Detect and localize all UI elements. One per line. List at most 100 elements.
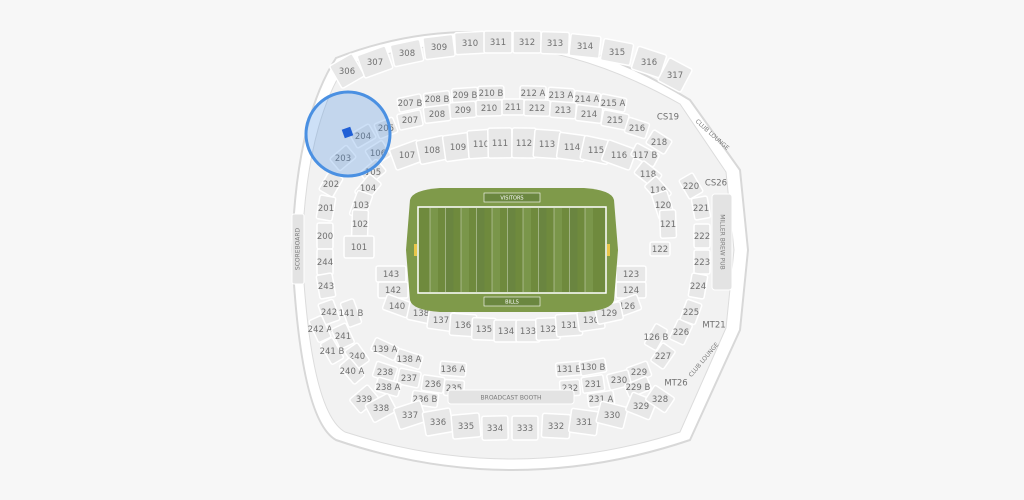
- section-shape[interactable]: [645, 129, 673, 155]
- section-shape[interactable]: [329, 53, 365, 89]
- section-337[interactable]: 337: [393, 399, 427, 431]
- section-243[interactable]: 243: [315, 272, 337, 300]
- section-223[interactable]: 223: [693, 249, 711, 275]
- section-117b[interactable]: 117 B: [630, 142, 660, 168]
- selected-seat-marker[interactable]: [341, 126, 354, 139]
- section-shape[interactable]: [580, 374, 606, 394]
- section-332[interactable]: 332: [540, 412, 572, 440]
- section-221[interactable]: 221: [690, 195, 712, 221]
- section-shape[interactable]: [438, 360, 468, 378]
- section-shape[interactable]: [568, 32, 602, 60]
- section-shape[interactable]: [624, 375, 652, 399]
- section-shape[interactable]: [658, 209, 678, 239]
- section-210b[interactable]: 210 B: [477, 85, 505, 101]
- section-209b[interactable]: 209 B: [450, 86, 480, 104]
- section-141b[interactable]: 141 B: [339, 298, 364, 328]
- section-203[interactable]: 203: [329, 144, 357, 172]
- section-208[interactable]: 208: [422, 103, 452, 125]
- section-116[interactable]: 116: [600, 139, 638, 171]
- section-335[interactable]: 335: [450, 412, 482, 440]
- section-shape[interactable]: [599, 37, 635, 67]
- section-122[interactable]: 122: [649, 241, 671, 257]
- section-224[interactable]: 224: [687, 272, 709, 300]
- section-shape[interactable]: [657, 57, 693, 93]
- section-307[interactable]: 307: [356, 45, 394, 79]
- section-108[interactable]: 108: [415, 134, 449, 166]
- section-shape[interactable]: [630, 142, 660, 168]
- section-shape[interactable]: [396, 367, 422, 389]
- section-shape[interactable]: [600, 139, 638, 171]
- section-109[interactable]: 109: [441, 131, 475, 163]
- section-310[interactable]: 310: [453, 30, 487, 56]
- section-226[interactable]: 226: [669, 318, 693, 346]
- section-shape[interactable]: [595, 400, 629, 430]
- section-shape[interactable]: [338, 357, 366, 385]
- section-244[interactable]: 244: [316, 248, 334, 276]
- section-123[interactable]: 123: [615, 265, 647, 283]
- section-shape[interactable]: [339, 298, 363, 328]
- section-216[interactable]: 216: [623, 116, 651, 140]
- section-315[interactable]: 315: [599, 37, 635, 67]
- section-shape[interactable]: [693, 223, 711, 249]
- section-236[interactable]: 236: [420, 374, 446, 394]
- section-333[interactable]: 333: [511, 415, 539, 441]
- section-shape[interactable]: [364, 393, 398, 423]
- section-242[interactable]: 242: [317, 298, 341, 326]
- section-135[interactable]: 135: [470, 316, 498, 342]
- section-shape[interactable]: [315, 194, 337, 222]
- section-shape[interactable]: [319, 337, 345, 365]
- section-316[interactable]: 316: [630, 45, 668, 79]
- section-shape[interactable]: [690, 195, 712, 221]
- section-shape[interactable]: [394, 348, 424, 370]
- section-shape[interactable]: [630, 45, 668, 79]
- section-227[interactable]: 227: [650, 342, 676, 370]
- section-shape[interactable]: [678, 172, 704, 200]
- section-101[interactable]: 101: [343, 235, 375, 259]
- section-shape[interactable]: [623, 116, 651, 140]
- section-218[interactable]: 218: [645, 129, 673, 155]
- section-shape[interactable]: [687, 272, 709, 300]
- section-311[interactable]: 311: [483, 30, 513, 54]
- section-242a[interactable]: 242 A: [308, 315, 333, 343]
- section-212[interactable]: 212: [523, 99, 551, 117]
- section-214[interactable]: 214: [574, 103, 604, 125]
- section-136a[interactable]: 136 A: [438, 360, 468, 378]
- section-215a[interactable]: 215 A: [598, 93, 628, 113]
- section-shape[interactable]: [389, 38, 425, 68]
- section-231[interactable]: 231: [580, 374, 606, 394]
- section-314[interactable]: 314: [568, 32, 602, 60]
- section-229b[interactable]: 229 B: [624, 375, 652, 399]
- section-shape[interactable]: [649, 241, 671, 257]
- section-308[interactable]: 308: [389, 38, 425, 68]
- section-211[interactable]: 211: [501, 98, 525, 116]
- section-shape[interactable]: [567, 407, 601, 437]
- section-shape[interactable]: [329, 144, 357, 172]
- section-241b[interactable]: 241 B: [320, 337, 345, 365]
- section-shape[interactable]: [578, 357, 608, 377]
- section-210[interactable]: 210: [475, 99, 503, 117]
- section-213a[interactable]: 213 A: [546, 86, 576, 104]
- section-shape[interactable]: [396, 93, 424, 113]
- section-207b[interactable]: 207 B: [396, 93, 424, 113]
- section-212a[interactable]: 212 A: [519, 85, 547, 101]
- section-313[interactable]: 313: [539, 30, 571, 56]
- section-121[interactable]: 121: [658, 209, 678, 239]
- section-312[interactable]: 312: [512, 30, 542, 54]
- section-330[interactable]: 330: [595, 400, 629, 430]
- section-shape[interactable]: [393, 399, 427, 431]
- section-shape[interactable]: [643, 323, 669, 351]
- section-111[interactable]: 111: [487, 127, 513, 159]
- section-209[interactable]: 209: [448, 100, 478, 120]
- section-131b[interactable]: 131 B: [554, 360, 584, 378]
- section-240a[interactable]: 240 A: [338, 357, 366, 385]
- section-200[interactable]: 200: [316, 222, 334, 250]
- section-shape[interactable]: [396, 109, 424, 131]
- section-shape[interactable]: [420, 374, 446, 394]
- section-102[interactable]: 102: [350, 209, 370, 239]
- section-132[interactable]: 132: [534, 316, 562, 342]
- section-143[interactable]: 143: [375, 265, 407, 283]
- section-shape[interactable]: [315, 272, 337, 300]
- section-shape[interactable]: [349, 123, 377, 149]
- section-338[interactable]: 338: [364, 393, 398, 423]
- section-shape[interactable]: [331, 322, 355, 350]
